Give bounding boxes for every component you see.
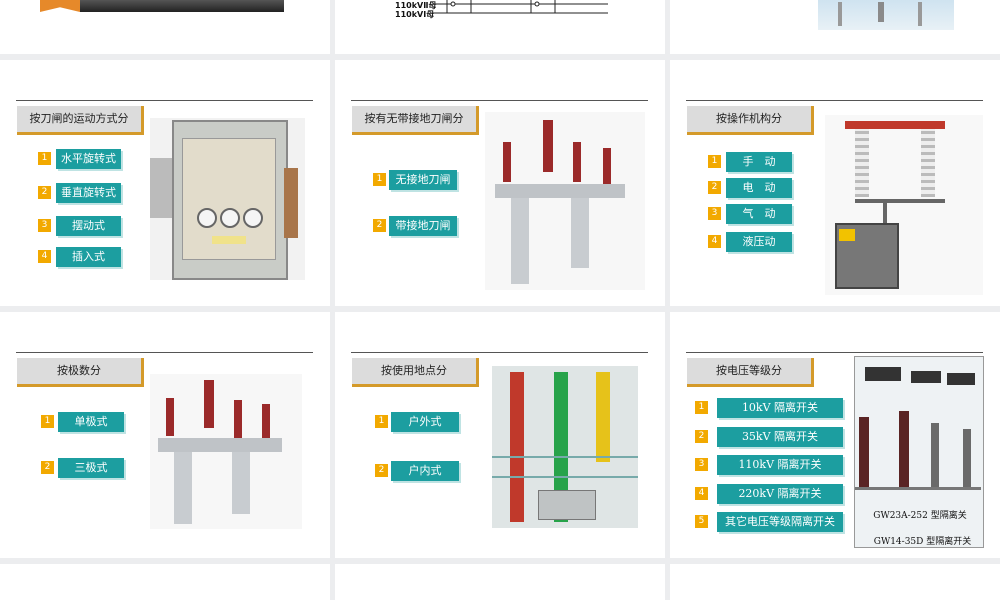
slide-top-left[interactable] [0,0,330,54]
slide-pole-count[interactable]: 按极数分 1 单极式 2 三极式 [0,312,330,558]
num-badge: 2 [375,464,388,477]
outdoor-switch-photo [485,112,645,290]
mechanism-photo [825,115,983,295]
divider-line [16,352,313,353]
item-220kv[interactable]: 220kV 隔离开关 [717,484,843,504]
slide-top-middle[interactable]: 110kVⅡ母 110kVⅠ母 [335,0,665,54]
num-badge: 1 [38,152,51,165]
num-badge: 1 [695,401,708,414]
slide-voltage-level[interactable]: 按电压等级分 1 10kV 隔离开关 2 35kV 隔离开关 3 110kV 隔… [670,312,1000,558]
category-title: 按刀闸的运动方式分 [17,106,144,135]
slide-bottom-middle[interactable] [335,564,665,600]
num-badge: 4 [38,250,51,263]
voltage-switch-photo [854,356,984,548]
indoor-switch-photo [150,118,305,280]
caption-gw23a: GW23A-252 型隔离关 [873,511,967,521]
three-pole-switch-photo [150,374,302,529]
item-electric[interactable]: 电 动 [726,178,792,198]
item-manual[interactable]: 手 动 [726,152,792,172]
num-badge: 1 [708,155,721,168]
num-badge: 2 [373,219,386,232]
item-10kv[interactable]: 10kV 隔离开关 [717,398,843,418]
num-badge: 2 [708,181,721,194]
num-badge: 4 [708,235,721,248]
divider-line [351,100,648,101]
num-badge: 1 [41,415,54,428]
orange-flag-shape [40,0,80,12]
item-vertical-rotary[interactable]: 垂直旋转式 [56,183,121,203]
divider-line [16,100,313,101]
divider-line [686,100,983,101]
num-badge: 2 [695,430,708,443]
divider-line [686,352,983,353]
bus-label-1: 110kVⅠ母 [395,10,435,19]
slide-operating-mechanism[interactable]: 按操作机构分 1 手 动 2 电 动 3 气 动 4 液压动 [670,60,1000,306]
dark-banner [80,0,284,12]
indoor-busbar-photo [492,366,638,528]
slide-motion-type[interactable]: 按刀闸的运动方式分 1 水平旋转式 2 垂直旋转式 3 摆动式 4 插入式 [0,60,330,306]
item-indoor[interactable]: 户内式 [391,461,459,481]
num-badge: 3 [695,458,708,471]
num-badge: 3 [708,207,721,220]
item-no-grounding[interactable]: 无接地刀闸 [389,170,457,190]
category-title: 按极数分 [17,358,144,387]
item-other-voltage[interactable]: 其它电压等级隔离开关 [717,512,843,532]
category-title: 按操作机构分 [687,106,814,135]
num-badge: 3 [38,219,51,232]
item-outdoor[interactable]: 户外式 [391,412,459,432]
substation-photo [818,0,954,30]
num-badge: 1 [373,173,386,186]
item-three-pole[interactable]: 三极式 [58,458,124,478]
category-title: 按电压等级分 [687,358,814,387]
item-horizontal-rotary[interactable]: 水平旋转式 [56,149,121,169]
item-swing[interactable]: 摆动式 [56,216,121,236]
item-with-grounding[interactable]: 带接地刀闸 [389,216,457,236]
num-badge: 2 [38,186,51,199]
bus-label-2: 110kVⅡ母 [395,1,437,10]
category-title: 按有无带接地刀闸分 [352,106,479,135]
slide-bottom-right[interactable] [670,564,1000,600]
item-plug-in[interactable]: 插入式 [56,247,121,267]
item-pneumatic[interactable]: 气 动 [726,204,792,224]
slide-grounding[interactable]: 按有无带接地刀闸分 1 无接地刀闸 2 带接地刀闸 [335,60,665,306]
bus-diagram [433,0,608,14]
divider-line [351,352,648,353]
category-title: 按使用地点分 [352,358,479,387]
num-badge: 5 [695,515,708,528]
slide-location[interactable]: 按使用地点分 1 户外式 2 户内式 [335,312,665,558]
item-hydraulic[interactable]: 液压动 [726,232,792,252]
caption-gw14: GW14-35D 型隔离开关 [873,537,972,547]
item-single-pole[interactable]: 单极式 [58,412,124,432]
item-110kv[interactable]: 110kV 隔离开关 [717,455,843,475]
slide-bottom-left[interactable] [0,564,330,600]
num-badge: 1 [375,415,388,428]
slide-top-right[interactable] [670,0,1000,54]
num-badge: 4 [695,487,708,500]
item-35kv[interactable]: 35kV 隔离开关 [717,427,843,447]
num-badge: 2 [41,461,54,474]
